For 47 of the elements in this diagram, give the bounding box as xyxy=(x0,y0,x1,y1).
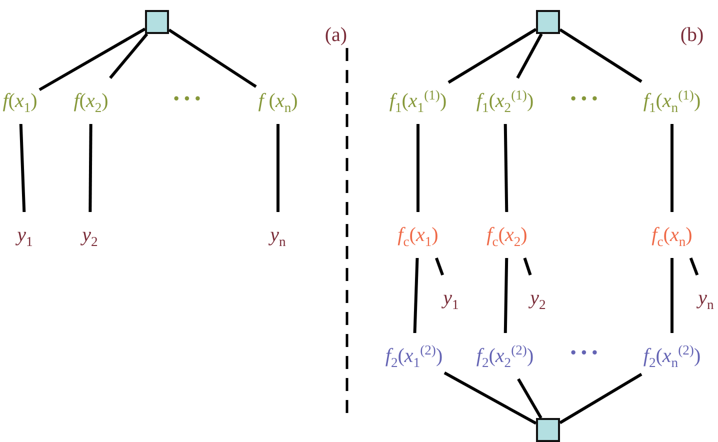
variable-label: f(x$_{2}$) xyxy=(72,78,110,124)
connector-line xyxy=(517,378,542,419)
factor-square xyxy=(536,418,560,442)
variable-label: y$_{1}$ xyxy=(441,275,461,321)
connector-line xyxy=(168,28,257,88)
variable-label: y$_{n}$ xyxy=(268,212,288,258)
connector-line xyxy=(523,258,532,276)
ellipsis-dots: ··· xyxy=(569,86,601,112)
variable-label: y$_{2}$ xyxy=(80,212,100,258)
connector-line xyxy=(689,257,699,276)
factor-square xyxy=(536,10,560,34)
connector-line xyxy=(19,124,26,212)
factor-square xyxy=(145,10,169,34)
connector-line xyxy=(413,258,419,334)
variable-label: y$_{1}$ xyxy=(15,212,35,258)
ellipsis-dots: ··· xyxy=(569,340,601,366)
connector-line xyxy=(670,258,674,333)
connector-line xyxy=(559,372,642,424)
variable-label: f$_{c}$(x$_{n}$) xyxy=(650,212,694,258)
connector-line xyxy=(444,372,537,425)
variable-label: y$_{2}$ xyxy=(528,275,548,321)
connector-line xyxy=(670,124,674,212)
connector-line xyxy=(448,28,537,84)
connector-line xyxy=(88,124,92,212)
connector-line xyxy=(559,28,642,83)
connector-line xyxy=(38,28,146,92)
variable-label: f$_{1}$(x$_{n}$$^{(1)}$) xyxy=(641,78,703,124)
variable-label: f$_{2}$(x$_{2}$$^{(2)}$) xyxy=(474,333,536,379)
variable-label: f$_{1}$(x$_{2}$$^{(1)}$) xyxy=(474,78,536,124)
variable-label: f$_{c}$(x$_{1}$) xyxy=(396,212,440,258)
connector-line xyxy=(416,124,420,212)
panel-label: (b) xyxy=(680,25,704,45)
variable-label: y$_{n}$ xyxy=(696,275,716,321)
panel-label: (a) xyxy=(324,25,348,45)
connector-line xyxy=(434,257,444,276)
variable-label: f (x$_{n}$) xyxy=(256,78,300,124)
connector-line xyxy=(504,258,508,334)
variable-label: f(x$_{1}$) xyxy=(0,78,40,124)
connector-line xyxy=(504,124,508,212)
variable-label: f$_{1}$(x$_{1}$$^{(1)}$) xyxy=(387,78,449,124)
variable-label: f$_{2}$(x$_{1}$$^{(2)}$) xyxy=(383,333,445,379)
connector-line xyxy=(516,33,543,79)
connector-line xyxy=(109,33,148,79)
variable-label: f$_{c}$(x$_{2}$) xyxy=(484,212,530,258)
ellipsis-dots: ··· xyxy=(172,86,204,112)
variable-label: f$_{2}$(x$_{n}$$^{(2)}$) xyxy=(641,333,703,379)
connector-line xyxy=(276,124,280,212)
